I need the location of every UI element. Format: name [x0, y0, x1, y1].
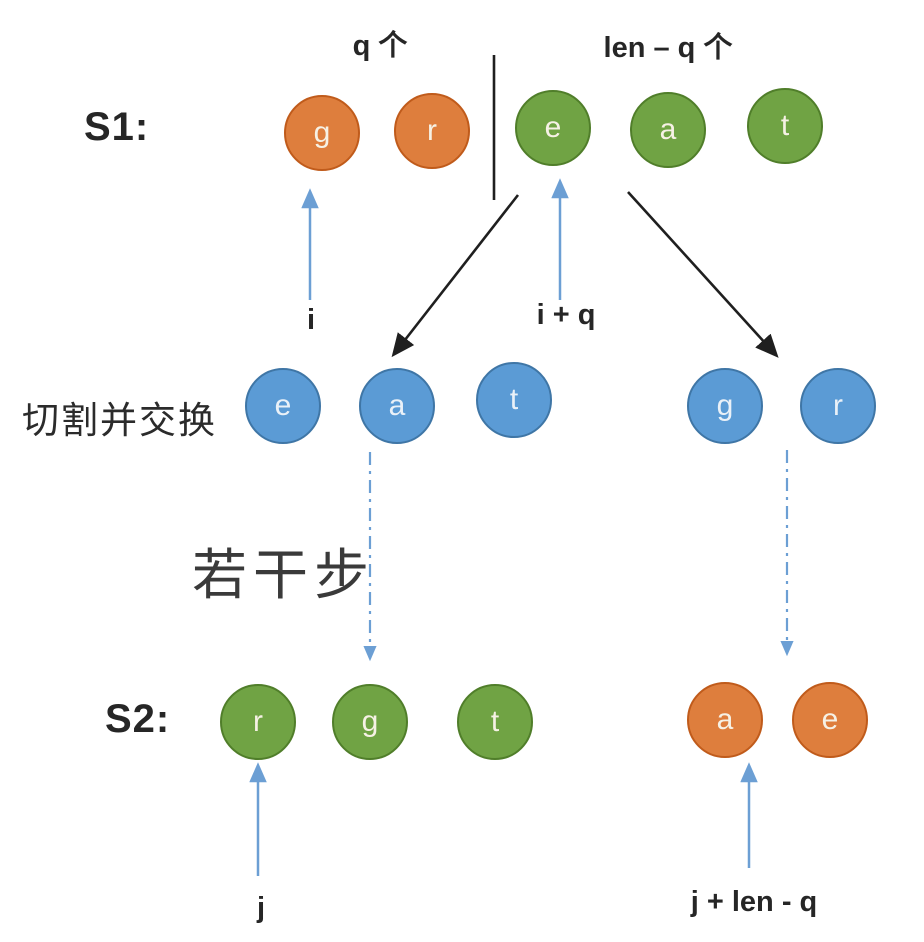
index-i-label: i — [306, 304, 316, 336]
s1-node-g: g — [284, 95, 360, 171]
several-steps-label: 若干步 — [192, 545, 376, 606]
mid-node-a: a — [359, 368, 435, 444]
split-right-arrow-icon — [627, 191, 779, 358]
s2-node-g: g — [332, 684, 408, 760]
mid-node-r: r — [800, 368, 876, 444]
mid-node-e: e — [245, 368, 321, 444]
mid-node-t: t — [476, 362, 552, 438]
s2-row-label: S2: — [105, 697, 171, 741]
s2-node-e: e — [792, 682, 868, 758]
len-minus-q-count-label: len – q 个 — [603, 32, 733, 64]
index-j-plus-len-minus-q-label: j + len - q — [690, 886, 818, 918]
index-i-plus-q-label: i + q — [536, 299, 596, 331]
s1-node-e: e — [515, 90, 591, 166]
cut-and-swap-label: 切割并交换 — [22, 401, 217, 442]
mid-node-g: g — [687, 368, 763, 444]
s1-row-label: S1: — [84, 105, 150, 149]
s2-node-a: a — [687, 682, 763, 758]
s1-node-r: r — [394, 93, 470, 169]
s1-node-t: t — [747, 88, 823, 164]
index-j-label: j — [256, 892, 266, 924]
split-left-arrow-icon — [391, 194, 520, 358]
q-count-label: q 个 — [352, 30, 408, 62]
s2-node-t: t — [457, 684, 533, 760]
s2-node-r: r — [220, 684, 296, 760]
s1-node-a: a — [630, 92, 706, 168]
